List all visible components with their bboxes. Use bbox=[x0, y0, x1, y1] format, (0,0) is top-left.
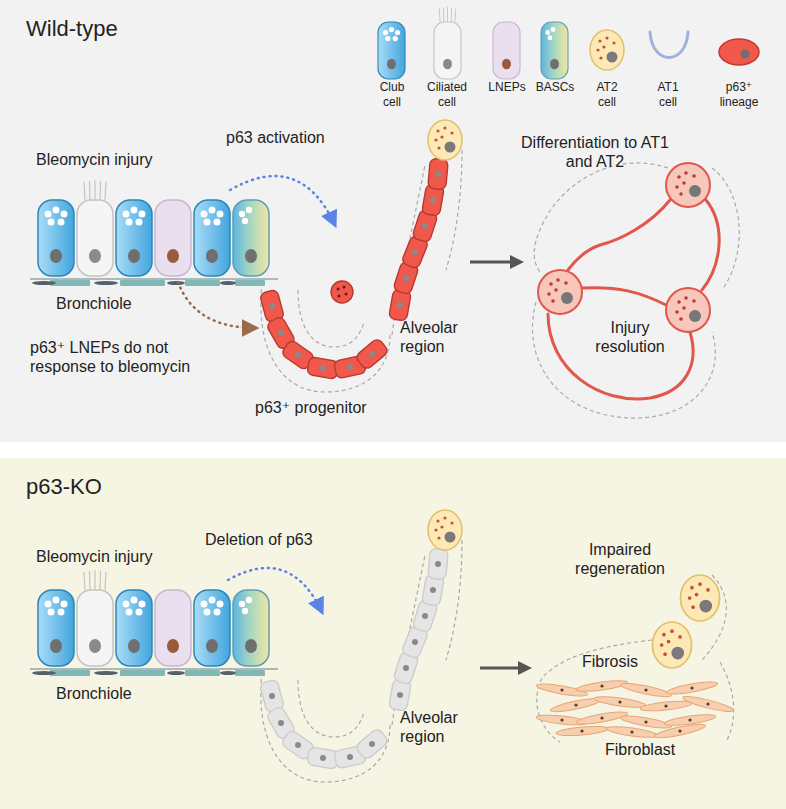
fibrotic-region bbox=[688, 718, 691, 721]
fibrotic-region bbox=[556, 725, 608, 738]
injury-label: Bleomycin injury bbox=[36, 547, 196, 566]
legend-label: Ciliated cell bbox=[424, 80, 470, 110]
at1-cell-icon bbox=[650, 32, 688, 58]
p63-lineage-icon bbox=[741, 50, 750, 59]
stage-label: Impaired regeneration bbox=[560, 540, 680, 578]
fibrotic-region bbox=[654, 722, 707, 741]
legend-label: LNEPs bbox=[484, 80, 530, 95]
note-label: p63⁺ LNEPs do not response to bleomycin bbox=[30, 338, 220, 376]
fibrotic-region bbox=[536, 575, 734, 742]
fibrotic-region bbox=[664, 704, 667, 707]
p63-lineage-icon bbox=[719, 39, 759, 65]
regenerated-alveoli bbox=[538, 270, 582, 314]
fibrotic-region bbox=[618, 700, 621, 703]
regenerated-alveoli bbox=[666, 163, 710, 207]
deletion-arrow bbox=[228, 568, 322, 612]
arrow-label: p63 activation bbox=[226, 128, 366, 147]
stage-arrow bbox=[518, 661, 532, 675]
p63-at2-like-cell bbox=[331, 281, 353, 303]
legend-label: Club cell bbox=[372, 80, 412, 110]
fibrotic-region bbox=[606, 724, 659, 739]
knockout-illustration bbox=[30, 510, 734, 782]
fibrotic-region bbox=[630, 730, 633, 733]
fibrotic-region bbox=[690, 686, 693, 689]
p63-at2-like-cell bbox=[331, 281, 353, 303]
lnep-lineage-arrow bbox=[178, 282, 256, 328]
at2-cell-icon bbox=[590, 30, 624, 70]
regenerated-alveoli bbox=[533, 163, 740, 418]
regenerated-alveoli bbox=[533, 163, 740, 418]
legend-label: AT2 cell bbox=[587, 80, 627, 110]
regenerated-alveoli bbox=[666, 288, 710, 332]
fibrotic-region bbox=[560, 718, 563, 721]
fibrotic-region bbox=[640, 699, 693, 712]
arrow-label: Deletion of p63 bbox=[205, 530, 365, 549]
injury-label: Bleomycin injury bbox=[36, 150, 196, 169]
stage-arrow bbox=[480, 667, 520, 670]
wild-type-illustration bbox=[30, 120, 739, 418]
stage-label: Injury resolution bbox=[580, 318, 680, 356]
fibrotic-region bbox=[576, 678, 629, 693]
fibrotic-region bbox=[560, 684, 709, 733]
fibrotic-region bbox=[600, 716, 603, 719]
panel-heading: Wild-type bbox=[26, 16, 118, 42]
region-label: Bronchiole bbox=[56, 684, 176, 703]
fibrotic-region bbox=[560, 688, 563, 691]
fibrotic-region bbox=[666, 680, 719, 697]
regenerated-alveoli bbox=[702, 200, 719, 290]
fibrotic-region bbox=[644, 688, 647, 691]
fibrotic-region bbox=[678, 729, 681, 732]
fibrotic-region bbox=[580, 729, 583, 732]
p63-at2-like-cell bbox=[337, 288, 340, 291]
p63-at2-like-cell bbox=[338, 295, 341, 298]
fibrotic-region bbox=[574, 703, 577, 706]
fibrotic-region bbox=[594, 694, 647, 709]
at2-cell bbox=[428, 120, 462, 160]
panel-heading: p63-KO bbox=[26, 474, 102, 500]
fibrotic-region bbox=[680, 575, 719, 621]
fibrotic-region bbox=[600, 684, 603, 687]
p63-at2-like-cell bbox=[345, 293, 348, 296]
lnep-icon bbox=[493, 22, 520, 79]
legend-label: AT1 cell bbox=[648, 80, 688, 110]
cell-label: p63⁺ progenitor bbox=[255, 398, 415, 417]
ciliated-cell-icon bbox=[434, 7, 461, 79]
legend-label: p63⁺ lineage bbox=[712, 80, 766, 110]
basc-icon bbox=[541, 22, 568, 79]
regenerated-alveoli bbox=[582, 288, 666, 305]
regenerated-alveoli bbox=[712, 168, 739, 290]
regenerated-alveoli bbox=[568, 200, 670, 270]
regenerated-alveoli bbox=[548, 314, 693, 399]
region-label: Alveolar region bbox=[400, 708, 490, 746]
stage-arrow bbox=[470, 255, 524, 269]
fibrotic-region bbox=[620, 681, 673, 700]
bronchiole-epithelium bbox=[30, 570, 278, 676]
cell-label: Fibroblast bbox=[605, 740, 715, 759]
fibrotic-region bbox=[682, 694, 734, 714]
fibrotic-region bbox=[720, 662, 734, 742]
activation-arrow bbox=[230, 176, 335, 225]
p63-at2-like-cell bbox=[343, 286, 346, 289]
fibrotic-region bbox=[644, 720, 647, 723]
stage-label: Fibrosis bbox=[582, 652, 672, 671]
at2-cell bbox=[428, 510, 462, 550]
region-label: Alveolar region bbox=[400, 318, 490, 356]
legend-label: BASCs bbox=[532, 80, 578, 95]
stage-label: Differentiation to AT1 and AT2 bbox=[520, 133, 670, 171]
fibrotic-region bbox=[652, 622, 691, 668]
region-label: Bronchiole bbox=[56, 294, 176, 313]
regenerated-alveoli bbox=[534, 163, 668, 272]
bronchiole-epithelium bbox=[30, 180, 278, 286]
stage-arrow bbox=[510, 255, 524, 269]
p63-lineage-icon bbox=[719, 39, 759, 65]
stage-arrow bbox=[470, 261, 512, 264]
legend-icons bbox=[378, 7, 759, 79]
stage-arrow bbox=[480, 661, 532, 675]
club-cell-icon bbox=[378, 22, 405, 79]
fibrotic-region bbox=[706, 702, 709, 705]
